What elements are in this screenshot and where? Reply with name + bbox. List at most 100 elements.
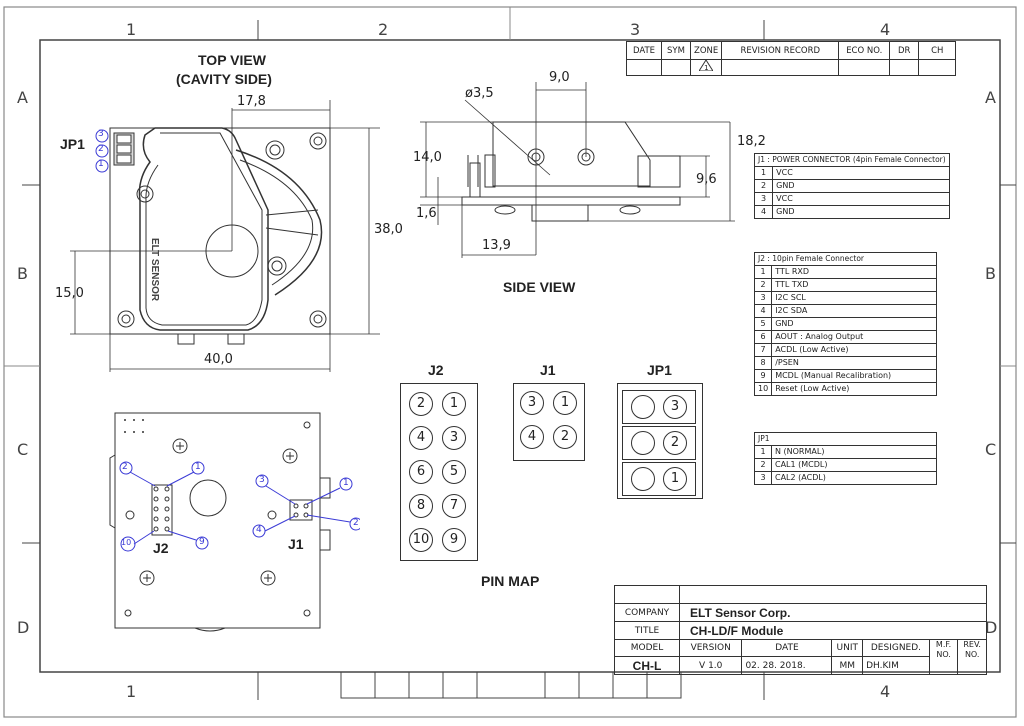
pinmap-jp1-box xyxy=(617,383,703,499)
jp1-pin-1-name: N (NORMAL) xyxy=(771,445,937,459)
j2-pin-1-name: TTL RXD xyxy=(771,265,938,279)
jp1-callout-1-text: 1 xyxy=(98,159,104,169)
rev-header-eco: ECO NO. xyxy=(838,41,891,60)
dim-pcb-thickness: 1,6 xyxy=(416,206,437,221)
j2-pin-7-name: ACDL (Low Active) xyxy=(771,343,938,357)
zone-label-top-3: 3 xyxy=(630,20,641,39)
jp1-pin-2-name: CAL1 (MCDL) xyxy=(771,458,937,472)
dim-total-height: 18,2 xyxy=(737,134,766,149)
j2-callout-1: 1 xyxy=(195,462,201,472)
dim-hole-spacing: 9,0 xyxy=(549,70,570,85)
drawing-title: CH-LD/F Module xyxy=(679,621,987,640)
pinmap-j1-label: J1 xyxy=(540,362,556,378)
jp1-callout-2 xyxy=(95,144,109,158)
pinmap-j2-label: J2 xyxy=(428,362,444,378)
title-label: TITLE xyxy=(614,621,680,640)
pinmap-j2-pin-9: 9 xyxy=(442,528,466,552)
rev-header-date: DATE xyxy=(626,41,662,60)
jp1-table-header: JP1 xyxy=(754,432,937,446)
j2-table-header: J2 : 10pin Female Connector xyxy=(753,252,938,266)
rev-header-record: REVISION RECORD xyxy=(721,41,840,60)
j2-callout-2: 2 xyxy=(122,462,128,472)
dim-width: 40,0 xyxy=(204,352,233,367)
zone-label-bottom-4: 4 xyxy=(880,682,891,701)
header-version: VERSION xyxy=(678,639,743,657)
j1-callout-1: 1 xyxy=(343,478,349,488)
pinmap-j2-pin-2: 2 xyxy=(409,392,433,416)
zone-label-right-a: A xyxy=(985,88,996,107)
pinmap-j1-pin-1: 1 xyxy=(553,391,577,415)
designer-value: DH.KIM xyxy=(862,656,930,675)
pinmap-j2-pin-4: 4 xyxy=(409,426,433,450)
company-name: ELT Sensor Corp. xyxy=(679,603,987,622)
j2-callout-9: 9 xyxy=(199,537,205,547)
date-value: 02. 28. 2018. xyxy=(741,656,833,675)
side-view-title: SIDE VIEW xyxy=(503,279,576,295)
pinmap-j2-pin-1: 1 xyxy=(442,392,466,416)
bottom-j2-label: J2 xyxy=(153,540,169,556)
zone-label-top-1: 1 xyxy=(126,20,137,39)
dim-hole-diameter: ø3,5 xyxy=(465,86,494,101)
dim-height: 38,0 xyxy=(374,222,403,237)
version-value: V 1.0 xyxy=(678,656,743,675)
header-date: DATE xyxy=(741,639,833,657)
revision-triangle-icon: 1 xyxy=(698,59,715,72)
dim-center-y: 15,0 xyxy=(55,286,84,301)
j2-pin-8-name: /PSEN xyxy=(771,356,938,370)
j1-pin-1-name: VCC xyxy=(772,166,950,180)
side-view-drawing xyxy=(420,82,735,258)
jp1-callout-3 xyxy=(95,129,109,143)
j2-pin-2-name: TTL TXD xyxy=(771,278,938,292)
j1-pin-2-name: GND xyxy=(772,179,950,193)
top-view-title: TOP VIEW xyxy=(198,52,266,68)
header-designed: DESIGNED. xyxy=(862,639,930,657)
jp1-callout-3-text: 3 xyxy=(98,129,104,139)
pinmap-j1-pin-4: 4 xyxy=(520,425,544,449)
j1-pin-4-name: GND xyxy=(772,205,950,219)
jp1-callout-2-text: 2 xyxy=(98,144,104,154)
zone-label-right-d: D xyxy=(985,618,998,637)
j2-pin-10-name: Reset (Low Active) xyxy=(771,382,938,396)
zone-label-top-4: 4 xyxy=(880,20,891,39)
pin-map-title: PIN MAP xyxy=(481,573,540,589)
title-block: COMPANY ELT Sensor Corp. TITLE CH-LD/F M… xyxy=(614,585,987,675)
j2-pin-5-name: GND xyxy=(771,317,938,331)
j1-callout-2: 2 xyxy=(353,518,359,528)
top-view-subtitle: (CAVITY SIDE) xyxy=(176,71,272,87)
pinmap-jp1-label: JP1 xyxy=(647,362,672,378)
jp1-callout-1 xyxy=(95,159,109,173)
j1-pin-3-name: VCC xyxy=(772,192,950,206)
pinmap-jp1-pin-1: 1 xyxy=(663,467,687,491)
model-value: CH-L xyxy=(614,656,680,675)
rev-header-dr: DR xyxy=(889,41,920,60)
pcb-outline xyxy=(109,127,331,335)
dim-center-x: 17,8 xyxy=(237,94,266,109)
company-label: COMPANY xyxy=(614,603,680,622)
pinmap-j2-pin-6: 6 xyxy=(409,460,433,484)
zone-label-left-d: D xyxy=(17,618,30,637)
pinmap-jp1-pin-3: 3 xyxy=(663,395,687,419)
revision-record-table: DATE SYM ZONE REVISION RECORD ECO NO. DR… xyxy=(626,41,957,76)
zone-label-bottom-1: 1 xyxy=(126,682,137,701)
rev-header-sym: SYM xyxy=(661,41,691,60)
rev-header-ch: CH xyxy=(918,41,957,60)
zone-label-right-c: C xyxy=(985,440,997,459)
unit-value: MM xyxy=(831,656,864,675)
j2-pin-3-name: I2C SCL xyxy=(771,291,938,305)
pinmap-j2-pin-7: 7 xyxy=(442,494,466,518)
pinmap-jp1-pin-1-open xyxy=(631,467,655,491)
j1-callout-4: 4 xyxy=(256,525,262,535)
pinmap-jp1-pin-3-open xyxy=(631,395,655,419)
j1-callout-3: 3 xyxy=(259,475,265,485)
j1-table-header: J1 : POWER CONNECTOR (4pin Female Connec… xyxy=(754,153,950,167)
rev-header-zone: ZONE xyxy=(689,41,723,60)
pinmap-j1-pin-3: 3 xyxy=(520,391,544,415)
jp1-pin-3-name: CAL2 (ACDL) xyxy=(771,471,937,485)
zone-label-right-b: B xyxy=(985,264,996,283)
pinmap-j2-pin-5: 5 xyxy=(442,460,466,484)
pinmap-j2-pin-3: 3 xyxy=(442,426,466,450)
bottom-j1-label: J1 xyxy=(288,536,304,552)
j1-power-table: J1 : POWER CONNECTOR (4pin Female Connec… xyxy=(753,153,950,219)
